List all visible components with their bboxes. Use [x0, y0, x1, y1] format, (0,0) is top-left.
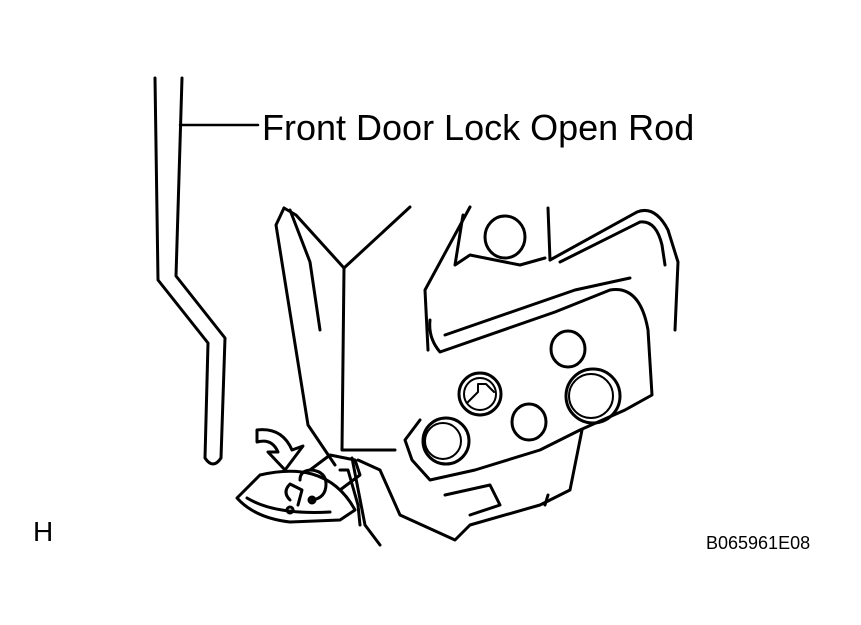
open-rod — [155, 78, 225, 464]
rod-label: Front Door Lock Open Rod — [262, 107, 695, 148]
rod-clip — [237, 455, 360, 522]
view-letter-label: H — [33, 516, 54, 547]
rotation-arrow-icon — [257, 430, 303, 470]
door-lock-body — [276, 207, 678, 545]
figure-id-label: B065961E08 — [706, 533, 811, 553]
